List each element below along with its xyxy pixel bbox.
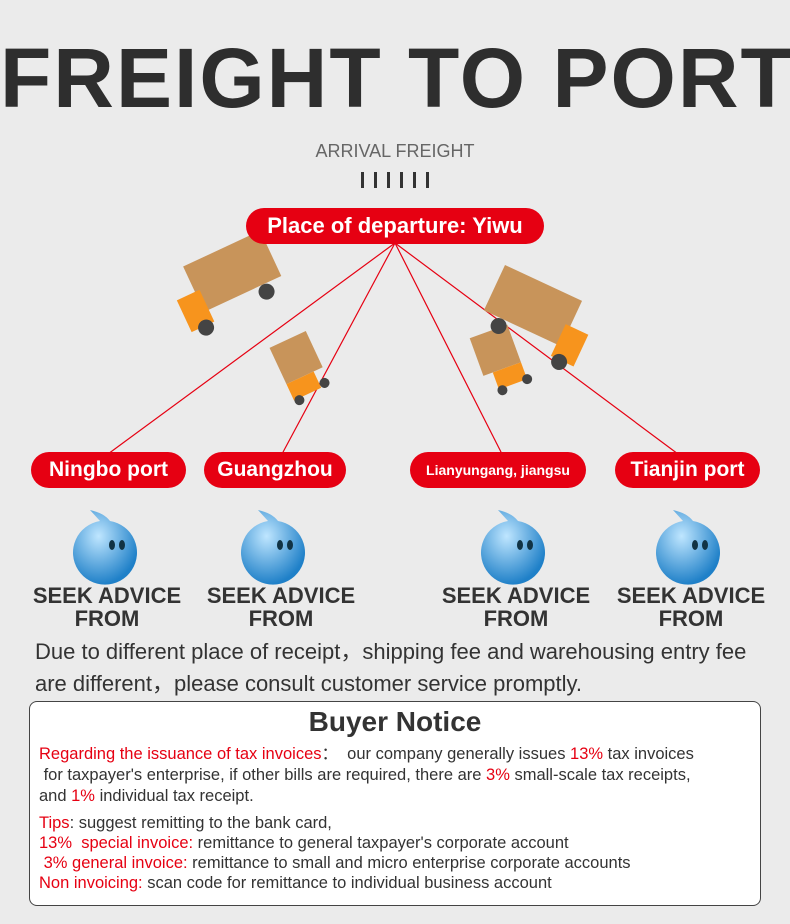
chat-bubble-icon[interactable] bbox=[655, 505, 725, 585]
route-line-lianyungang bbox=[394, 242, 503, 455]
truck-icon bbox=[469, 324, 533, 396]
port-tianjin: Tianjin port bbox=[615, 452, 760, 488]
departure-badge: Place of departure: Yiwu bbox=[246, 208, 544, 244]
port-ningbo: Ningbo port bbox=[31, 452, 186, 488]
truck-icon bbox=[483, 265, 589, 370]
page-title: FREIGHT TO PORT bbox=[0, 31, 790, 125]
route-lines bbox=[107, 230, 679, 455]
tips-line: Tips: suggest remitting to the bank card… bbox=[39, 814, 332, 832]
route-line-tianjin bbox=[394, 242, 679, 455]
notice-line: for taxpayer's enterprise, if other bill… bbox=[39, 766, 691, 784]
notice-line: and 1% individual tax receipt. bbox=[39, 787, 254, 805]
divider-bars bbox=[361, 172, 429, 188]
port-guangzhou: Guangzhou bbox=[204, 452, 346, 488]
truck-icon bbox=[269, 330, 330, 406]
tips-line: 3% general invoice: remittance to small … bbox=[39, 854, 631, 872]
buyer-notice-box: Buyer Notice Regarding the issuance of t… bbox=[29, 701, 761, 906]
chat-bubble-icon[interactable] bbox=[240, 505, 310, 585]
chat-bubble-icon[interactable] bbox=[480, 505, 550, 585]
notice-line: Regarding the issuance of tax invoices： … bbox=[39, 745, 694, 763]
truck-icon bbox=[176, 230, 282, 336]
route-line-guangzhou bbox=[281, 242, 396, 455]
port-lianyungang: Lianyungang, jiangsu bbox=[410, 452, 586, 488]
subtitle: ARRIVAL FREIGHT bbox=[315, 141, 475, 161]
route-line-ningbo bbox=[107, 242, 396, 455]
tips-line: Non invoicing: scan code for remittance … bbox=[39, 874, 552, 892]
notice-title: Buyer Notice bbox=[308, 706, 482, 737]
info-paragraph: Due to different place of receipt，shippi… bbox=[35, 639, 747, 696]
chat-bubble-icon[interactable] bbox=[72, 505, 142, 585]
tips-line: 13% special invoice: remittance to gener… bbox=[39, 834, 569, 852]
